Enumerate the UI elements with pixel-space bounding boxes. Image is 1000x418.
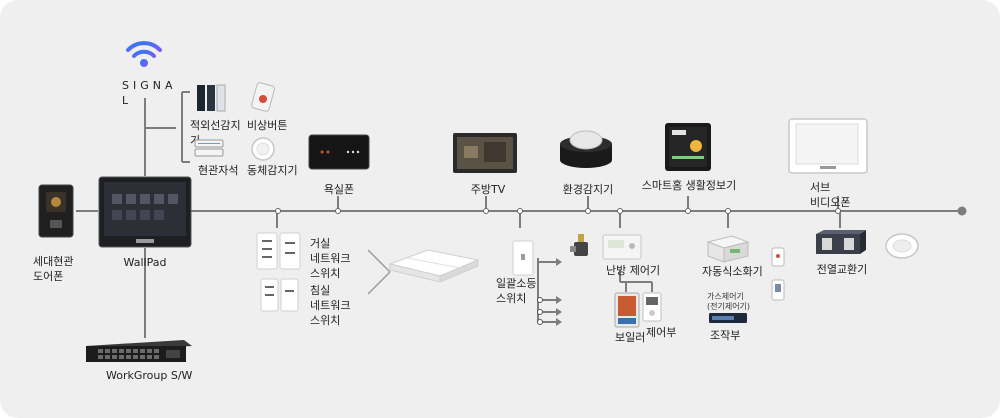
- workgroup-switch-label: WorkGroup S/W: [106, 369, 193, 382]
- gas-controller-device: [771, 247, 785, 301]
- auto-fire-extinguisher-label: 자동식소화기: [702, 265, 763, 278]
- boiler-label: 보일러: [615, 331, 646, 344]
- heating-controller-label: 난방 제어기: [606, 264, 661, 277]
- ventilation-diffuser-device: [885, 233, 919, 259]
- heating-controller-device: [602, 234, 642, 260]
- entrance-magnet-device: [194, 139, 224, 157]
- ceiling-light-device: [388, 249, 480, 283]
- bathroom-phone-device: [308, 134, 370, 170]
- smarthome-info-device: [665, 123, 711, 171]
- kitchen-tv-label: 주방TV: [470, 183, 506, 196]
- emergency-button-label: 비상버튼: [247, 119, 288, 132]
- workgroup-switch-device: [86, 340, 192, 362]
- bathroom-phone-label: 욕실폰: [323, 183, 355, 196]
- heat-exchanger-label: 전열교환기: [816, 263, 868, 276]
- valve-icon: [570, 234, 588, 256]
- operation-unit-device: [709, 313, 747, 323]
- wallpad-label: WallPad: [123, 256, 167, 269]
- living-network-switch-device: [256, 232, 301, 270]
- motion-sensor-label: 동체감지기: [247, 164, 298, 177]
- bedroom-network-switch-device: [260, 278, 299, 312]
- motion-sensor-device: [251, 137, 275, 161]
- gas-controller-label: 가스제어기(전기제어기): [707, 292, 751, 311]
- signal-label: SIGNA L: [122, 79, 177, 107]
- wifi-signal-icon: [126, 41, 162, 67]
- boiler-device: [614, 292, 640, 328]
- kitchen-tv-device: [453, 133, 517, 173]
- door-phone-device: [38, 184, 74, 238]
- infrared-sensor-device: [197, 84, 226, 112]
- sub-videophone-device: [788, 118, 868, 174]
- heating-control-unit-label: 제어부: [646, 326, 677, 339]
- smarthome-info-label: 스마트홈 생활정보기: [641, 179, 737, 192]
- wallpad-device: [98, 176, 192, 248]
- entrance-magnet-label: 현관자석: [198, 164, 239, 177]
- environment-sensor-device: [560, 130, 612, 168]
- heat-exchanger-device: [816, 230, 866, 254]
- operation-unit-label: 조작부: [710, 329, 741, 342]
- auto-fire-extinguisher-device: [706, 235, 750, 263]
- heating-control-unit-device: [642, 292, 662, 322]
- environment-sensor-label: 환경감지기: [562, 183, 614, 196]
- emergency-button-device: [251, 82, 275, 112]
- bulk-off-switch-device: [512, 240, 534, 276]
